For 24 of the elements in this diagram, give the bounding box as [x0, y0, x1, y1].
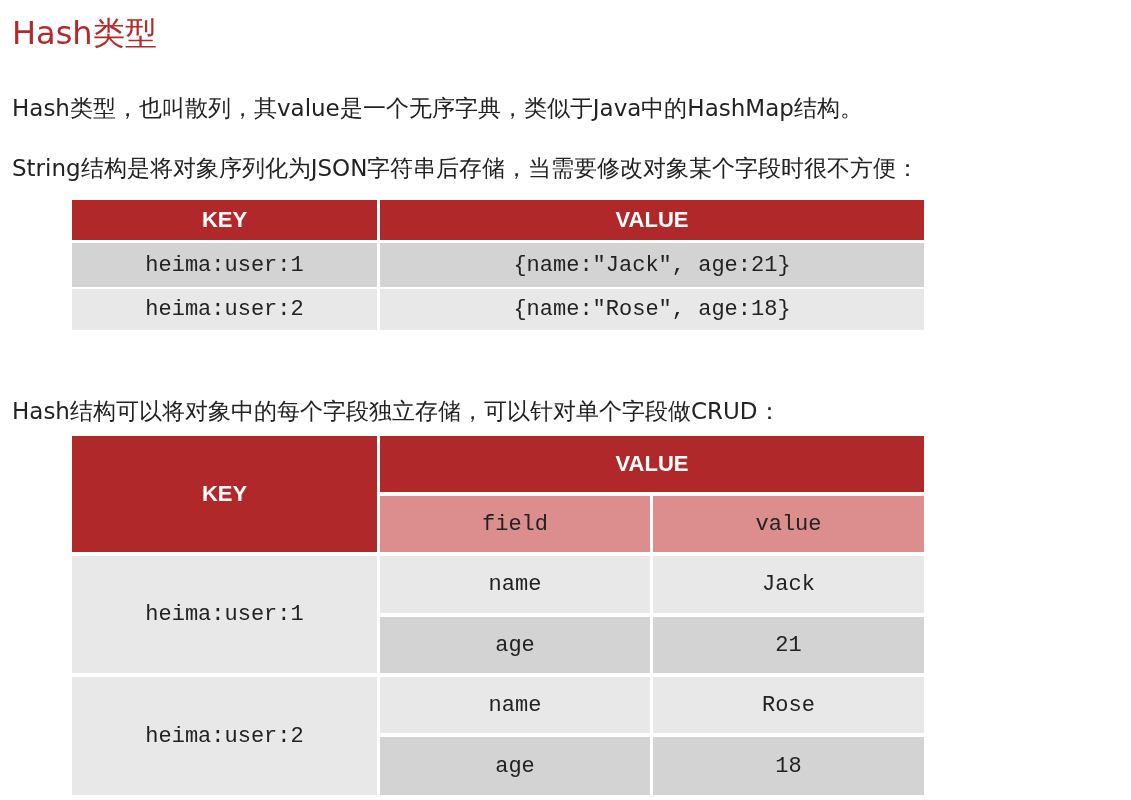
table-cell: age — [380, 737, 650, 795]
header-cell: KEY — [72, 200, 377, 240]
table-cell: field — [380, 496, 650, 552]
table-cell: 18 — [653, 737, 924, 795]
table-cell: name — [380, 677, 650, 733]
table-cell: Rose — [653, 677, 924, 733]
header-cell: VALUE — [380, 200, 924, 240]
paragraph: Hash类型，也叫散列，其value是一个无序字典，类似于Java中的HashMap结构。 — [12, 94, 864, 123]
table-cell: value — [653, 496, 924, 552]
table-cell: heima:user:2 — [72, 289, 377, 330]
table-cell: heima:user:2 — [72, 677, 377, 795]
header-cell: VALUE — [380, 436, 924, 492]
table-cell: {name:"Jack", age:21} — [380, 243, 924, 287]
slide-title: Hash类型 — [12, 13, 157, 54]
table-cell: 21 — [653, 617, 924, 673]
table-cell: Jack — [653, 556, 924, 613]
paragraph: Hash结构可以将对象中的每个字段独立存储，可以针对单个字段做CRUD： — [12, 397, 782, 426]
header-cell: KEY — [72, 436, 377, 552]
table-cell: age — [380, 617, 650, 673]
table-cell: heima:user:1 — [72, 556, 377, 673]
table-cell: heima:user:1 — [72, 243, 377, 287]
table-cell: {name:"Rose", age:18} — [380, 289, 924, 330]
table-cell: name — [380, 556, 650, 613]
paragraph: String结构是将对象序列化为JSON字符串后存储，当需要修改对象某个字段时很不方便： — [12, 154, 921, 183]
